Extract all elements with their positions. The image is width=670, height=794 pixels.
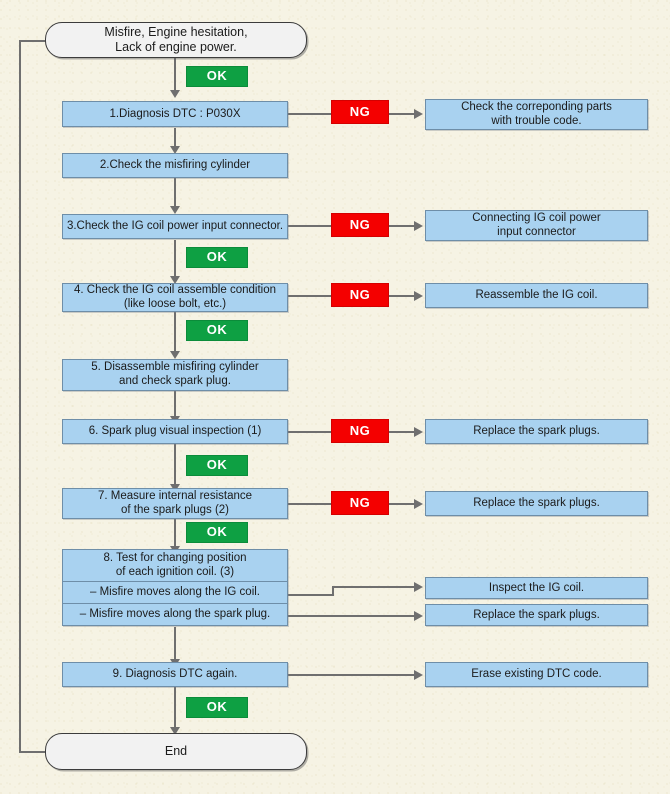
- branch-step8a-seg1: [288, 594, 334, 596]
- ok-badge-step-4: OK: [186, 320, 248, 341]
- result-1-line-2: with trouble code.: [491, 114, 582, 127]
- step-7-line-1: 7. Measure internal resistance: [97, 489, 253, 502]
- step-2[interactable]: 2.Check the misfiring cylinder: [62, 153, 288, 178]
- branch-step8b-to-result8b: [288, 615, 418, 617]
- spine-step1-to-step2: [174, 128, 176, 148]
- spine-step4-to-step5: [174, 311, 176, 355]
- branch-step1-to-ng: [288, 113, 332, 115]
- ok-badge-step-9: OK: [186, 697, 248, 718]
- branch-step7-to-ng: [288, 503, 332, 505]
- step-7-line-2: of the spark plugs (2): [120, 503, 230, 516]
- branch-ng-to-result7: [388, 503, 418, 505]
- start-line-1: Misfire, Engine hesitation,: [104, 25, 248, 39]
- ng-badge-step-6: NG: [331, 419, 389, 443]
- end-terminal[interactable]: End: [45, 733, 307, 770]
- spine-step5-to-step6: [174, 390, 176, 420]
- spine-step9-to-end: [174, 687, 176, 731]
- step-6[interactable]: 6. Spark plug visual inspection (1): [62, 419, 288, 444]
- result-7[interactable]: Replace the spark plugs.: [425, 491, 648, 516]
- ng-badge-step-1: NG: [331, 100, 389, 124]
- loopback-line-top: [19, 40, 48, 42]
- spine-start-to-step1: [174, 57, 176, 92]
- result-4[interactable]: Reassemble the IG coil.: [425, 283, 648, 308]
- result-3[interactable]: Connecting IG coil power input connector: [425, 210, 648, 241]
- step-4-line-1: 4. Check the IG coil assemble condition: [74, 283, 276, 296]
- step-8-sub-a[interactable]: – Misfire moves along the IG coil.: [62, 582, 288, 604]
- loopback-line-bottom: [19, 751, 64, 753]
- spine-step6-to-step7: [174, 444, 176, 488]
- arrowhead-result7: [414, 499, 423, 509]
- arrow-start-to-step1: [170, 90, 180, 98]
- arrowhead-result8a: [414, 582, 423, 592]
- spine-step7-to-step8: [174, 519, 176, 550]
- result-8b[interactable]: Replace the spark plugs.: [425, 604, 648, 626]
- start-line-2: Lack of engine power.: [115, 40, 237, 54]
- step-7[interactable]: 7. Measure internal resistance of the sp…: [62, 488, 288, 519]
- branch-ng-to-result1: [388, 113, 418, 115]
- arrow-step9-to-end: [170, 727, 180, 735]
- result-3-line-2: input connector: [497, 225, 576, 238]
- step-5-line-1: 5. Disassemble misfiring cylinder: [91, 361, 259, 374]
- branch-step8a-jog: [332, 586, 334, 596]
- spine-step2-to-step3: [174, 178, 176, 210]
- ok-badge-step-7: OK: [186, 522, 248, 543]
- branch-ng-to-result6: [388, 431, 418, 433]
- branch-step9-to-result9: [288, 674, 418, 676]
- spine-step3-to-step4: [174, 240, 176, 280]
- step-1[interactable]: 1.Diagnosis DTC : P030X: [62, 101, 288, 127]
- branch-step4-to-ng: [288, 295, 332, 297]
- branch-ng-to-result4: [388, 295, 418, 297]
- ng-badge-step-4: NG: [331, 283, 389, 307]
- arrowhead-result6: [414, 427, 423, 437]
- ok-badge-step-3: OK: [186, 247, 248, 268]
- start-terminal[interactable]: Misfire, Engine hesitation, Lack of engi…: [45, 22, 307, 58]
- step-4-line-2: (like loose bolt, etc.): [123, 297, 227, 310]
- loopback-line-vertical: [19, 41, 21, 753]
- arrow-step3-to-step4: [170, 276, 180, 284]
- arrowhead-result3: [414, 221, 423, 231]
- step-4[interactable]: 4. Check the IG coil assemble condition …: [62, 283, 288, 312]
- step-8-line-1: 8. Test for changing position: [103, 551, 247, 564]
- result-9[interactable]: Erase existing DTC code.: [425, 662, 648, 687]
- step-3[interactable]: 3.Check the IG coil power input connecto…: [62, 214, 288, 239]
- result-1[interactable]: Check the correponding parts with troubl…: [425, 99, 648, 130]
- arrow-step4-to-step5: [170, 351, 180, 359]
- arrow-step2-to-step3: [170, 206, 180, 214]
- step-9[interactable]: 9. Diagnosis DTC again.: [62, 662, 288, 687]
- result-6[interactable]: Replace the spark plugs.: [425, 419, 648, 444]
- arrowhead-result4: [414, 291, 423, 301]
- step-5[interactable]: 5. Disassemble misfiring cylinder and ch…: [62, 359, 288, 391]
- arrow-step1-to-step2: [170, 146, 180, 154]
- arrowhead-result8b: [414, 611, 423, 621]
- branch-step8a-seg2: [332, 586, 418, 588]
- result-1-line-1: Check the correponding parts: [461, 100, 612, 113]
- ok-badge-step-6: OK: [186, 455, 248, 476]
- spine-step8-to-step9: [174, 627, 176, 663]
- result-3-line-1: Connecting IG coil power: [472, 211, 601, 224]
- step-8[interactable]: 8. Test for changing position of each ig…: [62, 549, 288, 582]
- arrowhead-result9: [414, 670, 423, 680]
- branch-step6-to-ng: [288, 431, 332, 433]
- ok-badge-start: OK: [186, 66, 248, 87]
- branch-step3-to-ng: [288, 225, 332, 227]
- ng-badge-step-3: NG: [331, 213, 389, 237]
- result-8a[interactable]: Inspect the IG coil.: [425, 577, 648, 599]
- step-5-line-2: and check spark plug.: [119, 375, 231, 387]
- step-8-line-2: of each ignition coil. (3): [115, 565, 235, 578]
- arrowhead-result1: [414, 109, 423, 119]
- step-8-sub-b[interactable]: – Misfire moves along the spark plug.: [62, 604, 288, 626]
- ng-badge-step-7: NG: [331, 491, 389, 515]
- branch-ng-to-result3: [388, 225, 418, 227]
